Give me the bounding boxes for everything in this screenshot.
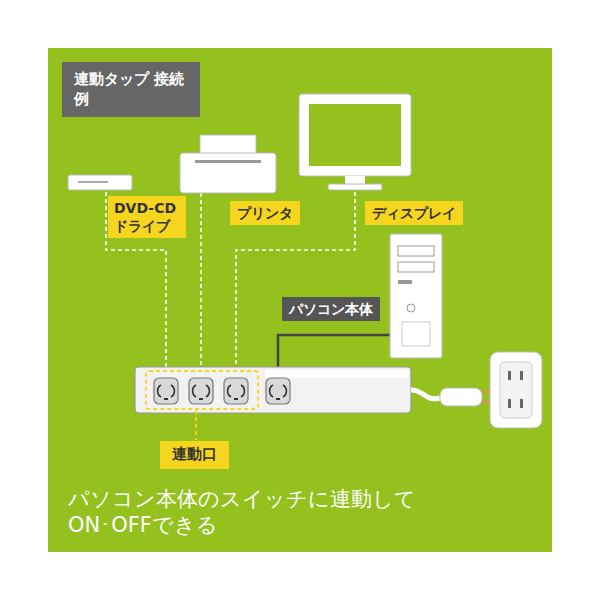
device-label: パソコン本体 <box>282 297 380 321</box>
outlet-label: 連動口 <box>160 441 229 469</box>
dvd-drive <box>68 175 132 190</box>
label-text: DVD-CD ドライブ <box>114 199 180 235</box>
device-label: プリンタ <box>230 201 300 225</box>
device-label: DVD-CD ドライブ <box>108 196 186 238</box>
display <box>299 94 411 190</box>
heading-box: 連動タップ 接続例 <box>62 62 200 117</box>
label-text: 連動口 <box>172 445 217 465</box>
green-panel <box>48 48 552 552</box>
leader-line <box>195 410 197 440</box>
device-label: ディスプレイ <box>365 201 463 225</box>
plug <box>440 388 494 406</box>
device-cords <box>106 192 355 377</box>
pc-tower <box>390 234 442 358</box>
label-text: パソコン本体 <box>289 300 373 318</box>
caption: パソコン本体のスイッチに連動して ON･OFFできる <box>68 486 428 539</box>
power-cord <box>411 390 440 399</box>
power-strip <box>135 367 411 413</box>
label-text: ディスプレイ <box>372 204 456 222</box>
linked-outlet-group <box>146 371 258 409</box>
label-text: 連動タップ 接続例 <box>74 70 188 109</box>
printer <box>180 135 276 193</box>
label-text: プリンタ <box>237 204 293 222</box>
wall-outlet <box>490 352 542 428</box>
